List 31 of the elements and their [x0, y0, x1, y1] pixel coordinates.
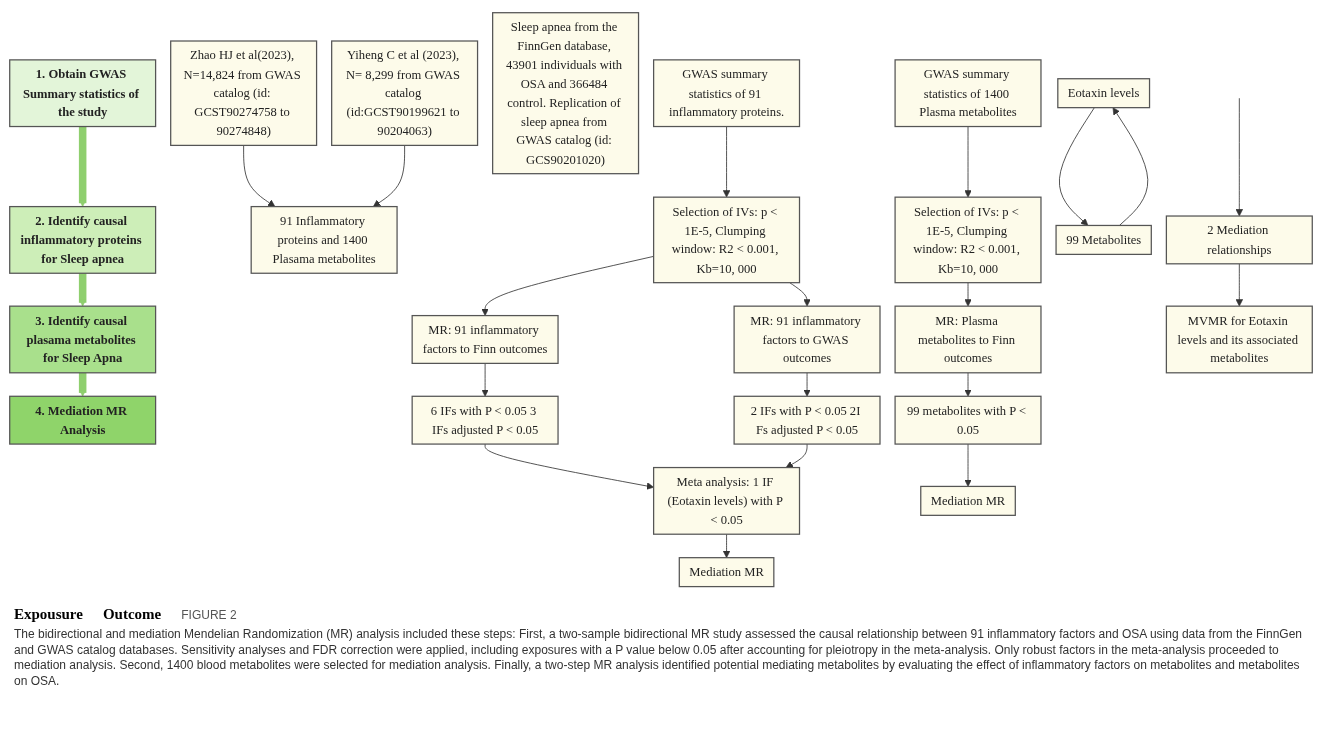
node-box: 2 Mediation relationships: [1165, 215, 1313, 265]
node-box: 2. Identify causal inflammatory proteins for Sleep apnea: [9, 206, 157, 275]
node-box: MR: 91 inflammatory factors to Finn outcomes: [411, 315, 559, 365]
node-box: 91 Inflammatory proteins and 1400 Plasama metabolites: [250, 206, 398, 275]
node-box: MR: Plasma metabolites to Finn outcomes: [894, 305, 1042, 374]
node-box: Mediation MR: [920, 486, 1016, 517]
arrow: [78, 126, 87, 208]
node-box: 1. Obtain GWAS Summary statistics of the study: [9, 59, 157, 128]
node-box: Eotaxin levels: [1057, 78, 1151, 109]
node-box: Mediation MR: [678, 557, 775, 588]
caption: The bidirectional and mediation Mendelian Randomization (MR) analysis included these steps: First, a two-sample bidirectional MR study assessed the causal relationship between 91 inflammatory factors and OSA using data from the FinnGen and GWAS catalog databases. Sensitivity analyses and FDR correction were applied, including exposures with a P value below 0.05 after accounting for pleiotropy in the meta-analysis. Only robust factors in the meta-analysis proceeded to mediation analysis. Second, 1400 blood metabolites were selected for mediation analysis. Finally, a two-step MR analysis identified potential mediating metabolites by evaluating the effect of inflammatory factors on metabolites and metabolites on OSA.: [14, 627, 1303, 690]
node-box: MVMR for Eotaxin levels and its associated metabolites: [1165, 305, 1313, 374]
node-box: 3. Identify causal plasama metabolites for Sleep Apna: [9, 305, 157, 374]
arrow: [78, 273, 87, 307]
figure-number: FIGURE 2: [181, 608, 237, 622]
node-box: Sleep apnea from the FinnGen database, 43901 individuals with OSA and 366484 control. Replication of sleep apnea from GWAS catalog (id: GCS90201020): [492, 12, 640, 175]
section-label: Outcome: [102, 606, 162, 623]
node-box: Yiheng C et al (2023), N= 8,299 from GWAS catalog (id:GCST90199621 to 90204063): [331, 40, 479, 147]
node-box: 99 metabolites with P < 0.05: [894, 396, 1042, 446]
node-box: 2 IFs with P < 0.05 2I Fs adjusted P < 0.05: [733, 396, 881, 446]
node-box: 6 IFs with P < 0.05 3 IFs adjusted P < 0.05: [411, 396, 559, 446]
node-box: Meta analysis: 1 IF (Eotaxin levels) with P < 0.05: [653, 467, 801, 536]
node-box: 99 Metabolites: [1055, 225, 1152, 256]
section-label: Expousure: [14, 606, 83, 623]
node-box: MR: 91 inflammatory factors to GWAS outcomes: [733, 305, 881, 374]
node-box: 4. Mediation MR Analysis: [9, 396, 157, 446]
node-box: GWAS summary statistics of 1400 Plasma metabolites: [894, 59, 1042, 128]
node-box: Selection of IVs: p < 1E-5, Clumping window: R2 < 0.001, Kb=10, 000: [653, 196, 801, 284]
node-box: Selection of IVs: p < 1E-5, Clumping window: R2 < 0.001, Kb=10, 000: [894, 196, 1042, 284]
node-box: Zhao HJ et al(2023), N=14,824 from GWAS catalog (id: GCST90274758 to 90274848): [170, 40, 318, 147]
node-box: GWAS summary statistics of 91 inflammatory proteins.: [653, 59, 801, 128]
